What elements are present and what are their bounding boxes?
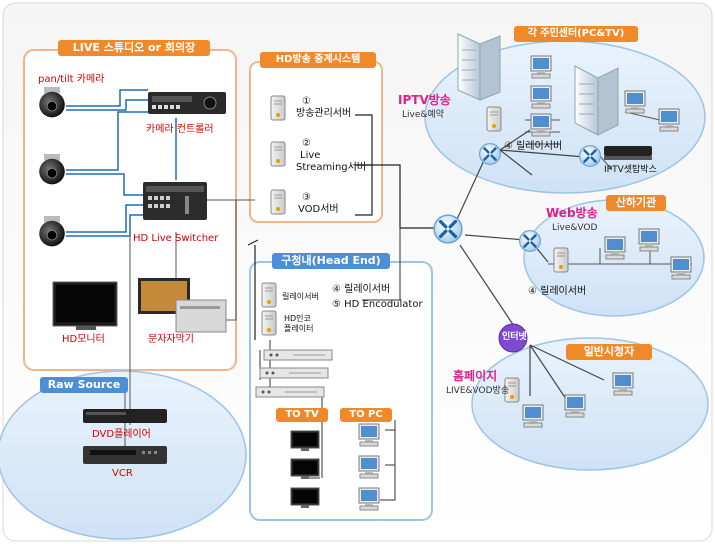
vcr-label: VCR [112,468,133,479]
headend-server1-label: 릴레이서버 [282,292,319,301]
head-end-to-pc: TO PC [340,408,392,422]
pc-icon [670,256,692,280]
pc-icon [358,423,380,447]
internet-label: 인터넷 [502,332,527,342]
hd-live-switcher-icon [143,182,207,220]
residents-title: 각 주민센터(PC&TV) [514,26,638,42]
headend-server2-line1: HD인코 [284,314,311,323]
monitor-label: HD모니터 [62,334,105,345]
head-end-title: 구청내(Head End) [272,253,390,269]
web-title: Web방송 [546,206,598,220]
relay-item-3-num: ③ [302,192,311,203]
homepage-title: 홈페이지 [453,369,498,383]
headend-server2-line2: 플레이터 [284,324,314,333]
apartment-building-icon [457,33,619,136]
raw-source-title: Raw Source [40,377,128,393]
affiliates-relay-label: ④ 릴레이서버 [528,286,587,297]
hd-encoder-server-icon [261,310,277,336]
residents-relay-label: ④ 릴레이서버 [504,141,563,152]
caption-label: 문자자막기 [148,334,194,345]
relay-item-2-num: ② [302,138,311,149]
homepage-subtitle: LIVE&VOD방송 [446,386,510,396]
affiliates-relay-server-icon [553,247,569,273]
pc-icon [624,90,646,114]
pc-icon [358,455,380,479]
vod-server-icon [270,189,286,215]
hd-monitor-icon [52,281,118,330]
streaming-server-icon [270,141,286,167]
encoder-unit-icon [263,349,333,361]
head-end-to-tv: TO TV [276,408,328,422]
pc-icon [530,55,552,79]
relay-item-1-label: 방송관리서버 [296,108,352,119]
iptv-subtitle: Live&예약 [402,110,444,120]
public-title: 일반시청자 [566,344,652,360]
hd-relay-title: HD방송 중계시스템 [260,52,376,68]
headend-legend-encodulator: ⑤ HD Encodulator [332,299,423,310]
settop-label: IPTV셋탑박스 [604,165,657,175]
pc-icon [522,404,544,428]
tv-icon [290,430,320,452]
camera-controller-icon [148,92,226,114]
router-icon [478,142,502,166]
tv-icon [290,487,320,509]
caption-generator-icon [138,278,227,333]
relay-item-1-num: ① [302,96,311,107]
relay-item-3-label: VOD서버 [298,204,339,215]
router-icon [518,229,542,253]
pc-icon [638,228,660,252]
encoder-unit-icon [255,386,325,398]
studio-title: LIVE 스튜디오 or 회의장 [58,40,210,56]
encoder-unit-icon [259,367,329,379]
web-subtitle: Live&VOD [552,223,598,233]
switcher-label: HD Live Switcher [133,233,219,244]
controller-label: 카메라 컨트롤러 [146,124,214,135]
pc-icon [612,372,634,396]
relay-item-2-line2: Streaming서버 [296,162,367,173]
camera-label: pan/tilt 카메라 [38,74,105,85]
set-top-box-icon [604,146,652,160]
affiliates-title: 산하기관 [606,195,666,211]
internet-sphere-icon [498,323,528,353]
relay-item-2-line1: Live [300,150,321,161]
headend-legend-relay: ④ 릴레이서버 [332,284,391,295]
headend-relay-server-icon [261,282,277,308]
pc-icon [658,108,680,132]
pc-icon [564,394,586,418]
pc-icon [358,487,380,511]
router-icon [578,144,602,168]
dvd-player-icon [83,409,167,423]
vcr-icon [83,446,167,464]
pc-icon [530,113,552,137]
pc-icon [530,85,552,109]
iptv-title: IPTV방송 [398,93,451,107]
broadcast-server-icon [270,95,286,121]
dvd-label: DVD플레이어 [92,429,151,440]
pc-icon [604,236,626,260]
tv-icon [290,458,320,480]
core-router-icon [432,213,464,245]
residents-relay-server-icon [486,106,502,132]
